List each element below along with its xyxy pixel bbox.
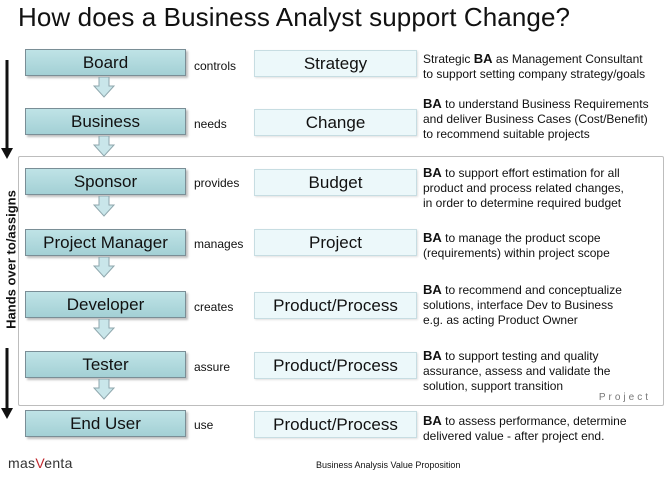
ba-description-line: solutions, interface Dev to Business <box>423 298 614 312</box>
ba-description-line: BA to understand Business Requirements <box>423 96 649 111</box>
relation-verb-tester: assure <box>194 360 231 374</box>
ba-description-project-manager: BA to manage the product scope(requireme… <box>423 230 610 261</box>
ba-description-line: in order to determine required budget <box>423 196 622 210</box>
ba-description-line: assurance, assess and validate the <box>423 364 611 378</box>
ba-description-line: BA to support effort estimation for all <box>423 165 620 180</box>
relation-verb-business: needs <box>194 117 227 131</box>
object-box-board: Strategy <box>254 50 417 77</box>
ba-description-line: BA to support testing and quality <box>423 348 599 363</box>
role-box-tester: Tester <box>25 351 186 378</box>
object-box-business: Change <box>254 109 417 136</box>
object-box-end-user: Product/Process <box>254 411 417 438</box>
side-arrows <box>1 60 13 419</box>
ba-description-line: to support setting company strategy/goal… <box>423 67 646 81</box>
role-box-board: Board <box>25 49 186 76</box>
ba-description-line: solution, support transition <box>423 379 564 393</box>
object-box-developer: Product/Process <box>254 292 417 319</box>
ba-description-line: to recommend suitable projects <box>423 127 590 141</box>
masventa-logo: masVenta <box>8 455 73 471</box>
flow-arrow-icon <box>93 319 115 340</box>
relation-verb-sponsor: provides <box>194 176 240 190</box>
ba-description-line: BA to manage the product scope <box>423 230 601 245</box>
ba-description-line: product and process related changes, <box>423 181 624 195</box>
project-boundary-box <box>18 156 664 406</box>
object-box-sponsor: Budget <box>254 169 417 196</box>
ba-description-line: BA to assess performance, determine <box>423 413 627 428</box>
role-box-project-manager: Project Manager <box>25 229 186 256</box>
role-box-business: Business <box>25 108 186 135</box>
page-title: How does a Business Analyst support Chan… <box>18 2 571 32</box>
ba-description-line: and deliver Business Cases (Cost/Benefit… <box>423 112 648 126</box>
role-box-developer: Developer <box>25 291 186 318</box>
hands-over-label: Hands over to/assigns <box>3 190 19 329</box>
flow-arrow-icon <box>93 257 115 278</box>
project-label: Project <box>598 392 651 403</box>
ba-description-line: e.g. as acting Product Owner <box>423 313 578 327</box>
flow-arrow-icon <box>93 136 115 157</box>
ba-description-line: Strategic BA as Management Consultant <box>423 51 643 66</box>
ba-description-line: BA to recommend and conceptualize <box>423 282 622 297</box>
flow-arrow-icon <box>93 379 115 400</box>
down-arrow-top-icon <box>1 60 13 159</box>
down-arrow-bottom-icon <box>1 348 13 419</box>
role-box-sponsor: Sponsor <box>25 168 186 195</box>
footer-caption: Business Analysis Value Proposition <box>316 460 461 470</box>
flow-arrow-icon <box>93 77 115 98</box>
relation-verb-end-user: use <box>194 418 214 432</box>
relation-verb-developer: creates <box>194 300 234 314</box>
object-box-project-manager: Project <box>254 229 417 256</box>
ba-description-line: delivered value - after project end. <box>423 429 605 443</box>
relation-verb-project-manager: manages <box>194 237 244 251</box>
relation-verb-board: controls <box>194 59 237 73</box>
flow-arrow-icon <box>93 196 115 217</box>
ba-description-line: (requirements) within project scope <box>423 246 610 260</box>
role-box-end-user: End User <box>25 410 186 437</box>
object-box-tester: Product/Process <box>254 352 417 379</box>
